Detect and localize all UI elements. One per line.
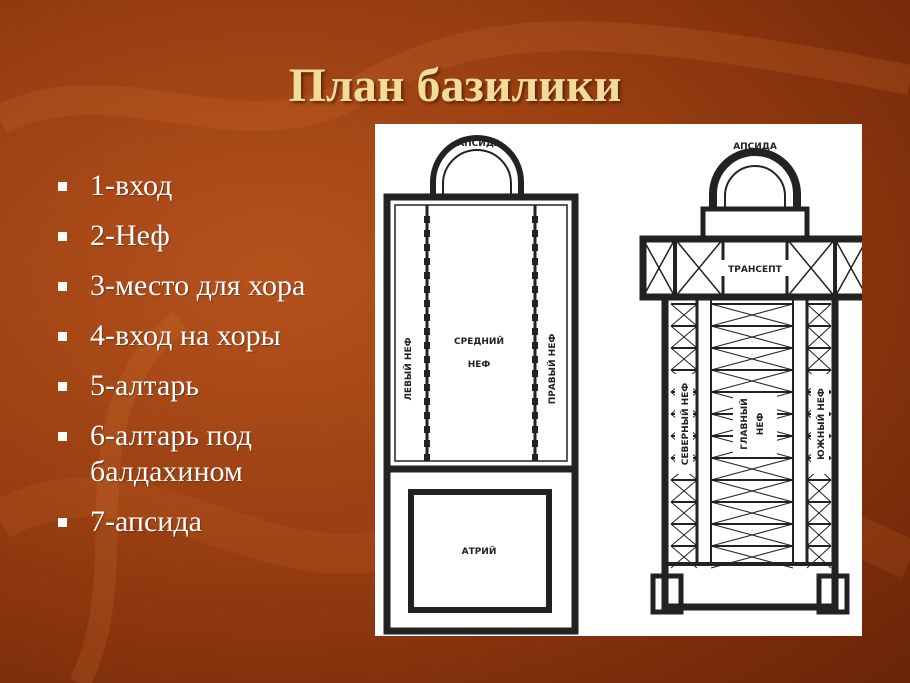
bullet-icon (58, 382, 67, 391)
label-left-nave: ЛЕВЫЙ НЕФ (402, 337, 414, 400)
list-item-text: 7-апсида (90, 505, 202, 538)
list-item-text: 6-алтарь под балдахином (90, 419, 252, 488)
legend-list: 1-вход 2-Неф 3-место для хора 4-вход на … (52, 168, 362, 554)
list-item: 3-место для хора (52, 268, 362, 304)
label-atrium: АТРИЙ (462, 545, 497, 557)
list-item: 1-вход (52, 168, 362, 204)
basilica-plan-image: АПСИДА СРЕДНИЙ НЕФ ЛЕВЫЙ НЕФ ПРАВЫЙ НЕФ … (375, 124, 862, 636)
list-item: 6-алтарь под балдахином (52, 418, 362, 490)
basilica-plan-drawing: АПСИДА СРЕДНИЙ НЕФ ЛЕВЫЙ НЕФ ПРАВЫЙ НЕФ … (383, 135, 862, 635)
list-item: 2-Неф (52, 218, 362, 254)
label-middle-nave-2: НЕФ (468, 360, 491, 370)
label-middle-nave-1: СРЕДНИЙ (454, 335, 504, 347)
label-north-nave: СЕВЕРНЫЙ НЕФ (679, 383, 691, 466)
bullet-icon (58, 182, 67, 191)
list-item-text: 5-алтарь (90, 369, 200, 402)
bullet-icon (58, 432, 67, 441)
label-south-nave: ЮЖНЫЙ НЕФ (815, 388, 827, 460)
slide-title: План базилики (288, 59, 622, 112)
list-item-text: 2-Неф (90, 219, 170, 252)
label-apse-right: АПСИДА (733, 142, 777, 152)
list-item-text: 3-место для хора (90, 269, 306, 302)
list-item: 4-вход на хоры (52, 318, 362, 354)
list-item: 7-апсида (52, 504, 362, 540)
list-item-text: 1-вход (90, 169, 173, 202)
label-transept: ТРАНСЕПТ (728, 265, 783, 275)
bullet-icon (58, 282, 67, 291)
label-right-nave: ПРАВЫЙ НЕФ (546, 334, 558, 405)
list-item: 5-алтарь (52, 368, 362, 404)
bullet-icon (58, 332, 67, 341)
label-main-nave-2: НЕФ (756, 413, 766, 436)
bullet-icon (58, 518, 67, 527)
bullet-icon (58, 232, 67, 241)
label-main-nave-1: ГЛАВНЫЙ (738, 398, 750, 449)
list-item-text: 4-вход на хоры (90, 319, 281, 352)
label-apse-left: АПСИДА (457, 139, 501, 149)
